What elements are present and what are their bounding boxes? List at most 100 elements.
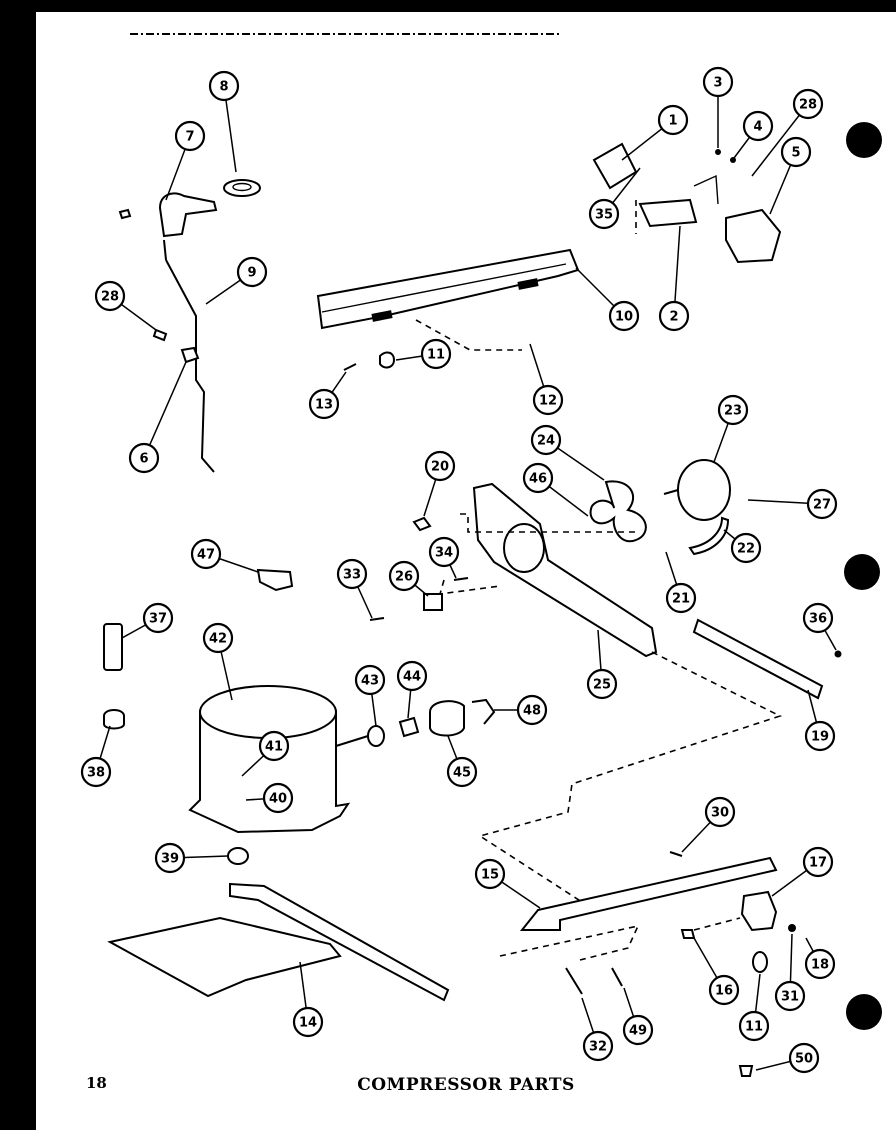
callout-label: 28 [101, 290, 119, 305]
part-10-channel [316, 248, 580, 330]
callout-bubble [420, 338, 452, 370]
callout-45: 45 [446, 735, 478, 788]
callout-bubble [657, 104, 689, 136]
part-7-clamp [158, 192, 218, 238]
callout-7: 7 [165, 120, 206, 201]
callout-label: 32 [589, 1040, 607, 1055]
callout-label: 24 [537, 434, 555, 449]
callout-1: 1 [621, 104, 689, 161]
callout-35: 35 [588, 167, 641, 230]
part-8-grommet-hole [232, 182, 252, 192]
callout-bubble [588, 198, 620, 230]
part-43-grommet [367, 725, 385, 747]
callout-label: 7 [185, 130, 194, 145]
callout-bubble [522, 462, 554, 494]
leader-dash-16 [693, 917, 741, 931]
callout-41: 41 [241, 730, 290, 777]
callout-label: 30 [711, 806, 729, 821]
callout-label: 40 [269, 792, 287, 807]
callout-26: 26 [388, 560, 429, 597]
callout-6: 6 [128, 361, 187, 474]
part-5-switch [725, 208, 782, 264]
callout-bubble [174, 120, 206, 152]
callout-label: 1 [668, 114, 677, 129]
callout-bubble [532, 384, 564, 416]
callout-bubble [774, 980, 806, 1012]
callout-leader-line [143, 361, 187, 459]
part-39-foot [227, 847, 249, 865]
part-8-grommet [223, 179, 261, 197]
part-10-slot-left [371, 310, 393, 322]
callout-label: 19 [811, 730, 829, 745]
part-45-overload-cover [429, 700, 465, 737]
callout-label: 16 [715, 984, 733, 999]
part-37-standoff [103, 623, 123, 671]
callout-label: 14 [299, 1016, 317, 1031]
callout-bubble [336, 558, 368, 590]
callout-bubble [396, 660, 428, 692]
callout-bubble [780, 136, 812, 168]
callout-24: 24 [530, 424, 605, 481]
callout-bubble [424, 450, 456, 482]
callout-bubble [802, 846, 834, 878]
callout-bubble [804, 948, 836, 980]
tubing-dash-run [478, 651, 783, 903]
callout-label: 27 [813, 498, 831, 513]
callout-label: 31 [781, 990, 799, 1005]
callout-bubble [608, 300, 640, 332]
callout-bubble [354, 664, 386, 696]
callout-label: 35 [595, 208, 613, 223]
part-47-terminal [256, 568, 294, 592]
callout-48: 48 [494, 694, 548, 726]
callout-label: 25 [593, 678, 611, 693]
callout-15: 15 [474, 858, 541, 909]
part-2-bracket [638, 198, 698, 228]
callout-bubble [94, 280, 126, 312]
callout-2: 2 [658, 225, 690, 332]
callout-22: 22 [723, 529, 762, 564]
part-19-strip [692, 618, 824, 700]
callout-14: 14 [292, 961, 324, 1038]
part-44-connector [398, 716, 420, 738]
callout-label: 15 [481, 868, 499, 883]
callout-label: 4 [753, 120, 762, 135]
part-38-grommet [103, 709, 125, 730]
callout-label: 43 [361, 674, 379, 689]
callout-bubble [142, 602, 174, 634]
callout-label: 37 [149, 612, 167, 627]
part-4-washer [730, 157, 736, 163]
callout-label: 5 [791, 146, 800, 161]
binder-hole-bottom [846, 994, 882, 1030]
callout-label: 33 [343, 568, 361, 583]
callout-label: 20 [431, 460, 449, 475]
part-15-rail [519, 856, 778, 931]
part-32-screw [565, 967, 583, 995]
callout-bubble [474, 858, 506, 890]
part-49-screw [611, 967, 623, 987]
part-22-motor-strap [688, 516, 730, 556]
part-3-nut [715, 149, 721, 155]
callout-3: 3 [702, 66, 734, 148]
part-50-screw [738, 1065, 754, 1077]
callout-bubble [202, 622, 234, 654]
callout-bubble [516, 694, 548, 726]
part-16-pad [680, 929, 696, 939]
callout-8: 8 [208, 70, 240, 173]
callout-label: 23 [724, 404, 742, 419]
callout-label: 28 [799, 98, 817, 113]
callout-21: 21 [665, 551, 697, 614]
page-title: COMPRESSOR PARTS [357, 1075, 575, 1095]
callout-23: 23 [713, 394, 749, 463]
callout-11: 11 [395, 338, 452, 370]
callout-bubble [738, 1010, 770, 1042]
callout-bubble [388, 560, 420, 592]
callout-label: 44 [403, 670, 421, 685]
part-31-nut [788, 924, 796, 932]
callout-bubble [708, 974, 740, 1006]
callout-12: 12 [529, 343, 564, 416]
part-14-base-rail [229, 882, 450, 1002]
callout-40: 40 [245, 782, 294, 814]
callout-49: 49 [622, 987, 654, 1046]
callout-bubble [128, 442, 160, 474]
callout-label: 11 [745, 1020, 763, 1035]
